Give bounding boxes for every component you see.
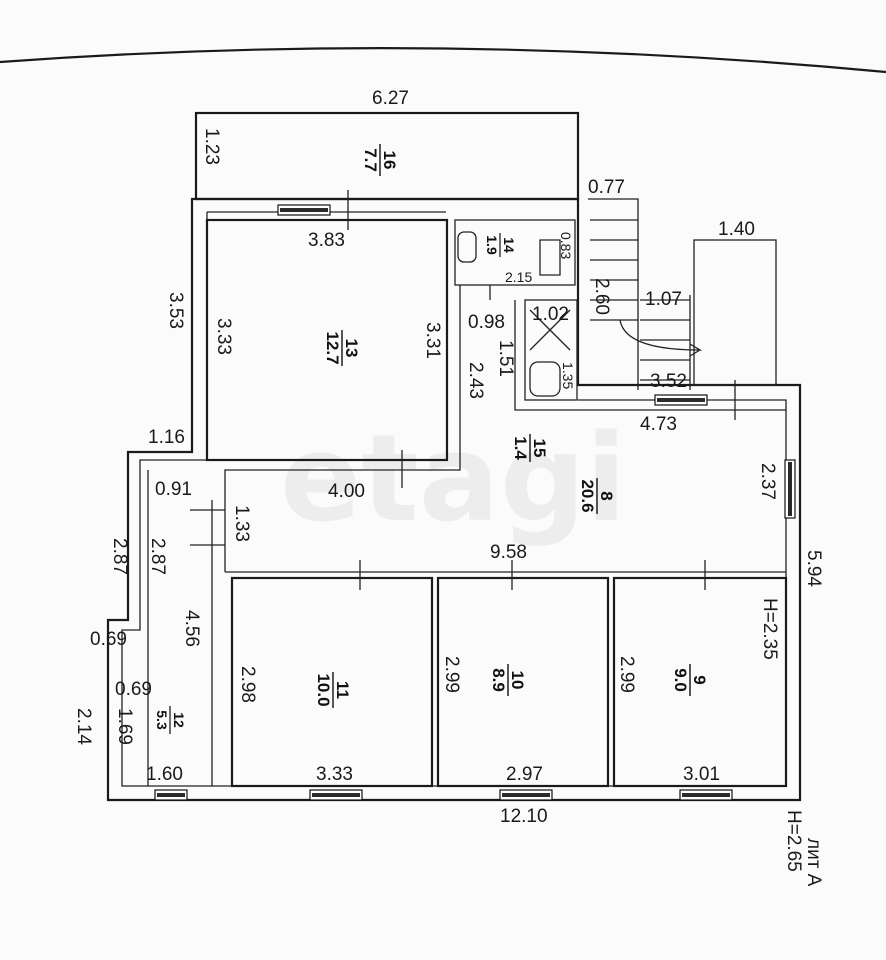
dim-1.60: 1.60: [146, 764, 183, 785]
dim-1.51: 1.51: [495, 340, 516, 377]
dim-12.10: 12.10: [500, 806, 548, 827]
corridor-wall: [224, 285, 786, 572]
dim-3.31: 3.31: [422, 322, 443, 359]
stairs-outline: [588, 198, 691, 390]
dim-3.33: 3.33: [213, 318, 234, 355]
svg-text:16: 16: [380, 151, 399, 170]
stairs-arrow: [619, 319, 703, 357]
dim-1.69: 1.69: [114, 708, 135, 745]
room-10-outline: [436, 576, 610, 788]
room-15-outline: [524, 299, 578, 401]
room-9-outline: [612, 576, 788, 788]
dim-2.60: 2.60: [591, 278, 612, 315]
dim-6.27: 6.27: [372, 88, 409, 109]
svg-text:13: 13: [342, 339, 361, 358]
dim-1.16: 1.16: [148, 427, 185, 448]
svg-text:10.0: 10.0: [314, 673, 333, 706]
lit-label: лит А: [803, 838, 824, 887]
dim-1.33: 1.33: [231, 505, 252, 542]
dim-0.98: 0.98: [468, 312, 505, 333]
height-2.65: H=2.65: [783, 810, 804, 872]
svg-text:8: 8: [597, 491, 616, 500]
dim-0.91: 0.91: [155, 479, 192, 500]
room-1.40-outline: [693, 239, 777, 386]
door-marks: [190, 190, 736, 590]
svg-text:12: 12: [171, 712, 187, 728]
svg-text:10: 10: [508, 671, 527, 690]
room-label-13: 13 12.7: [323, 330, 361, 366]
dim-3.33b: 3.33: [316, 764, 353, 785]
dim-1.07: 1.07: [645, 289, 682, 310]
svg-text:5.3: 5.3: [154, 710, 170, 730]
room-label-14: 14 1.9: [484, 233, 517, 257]
room-label-16: 16 7.7: [361, 144, 399, 176]
room-label-8: 8 20.6: [578, 478, 616, 514]
watermark: etagi: [280, 410, 627, 549]
dim-1.23: 1.23: [201, 128, 222, 165]
dim-2.14: 2.14: [73, 708, 94, 745]
room-label-15: 15 1.4: [511, 434, 549, 462]
dim-0.83: 0.83: [558, 232, 574, 259]
room-11-outline: [230, 576, 434, 788]
dim-1.02: 1.02: [532, 304, 569, 325]
dim-2.37: 2.37: [757, 463, 778, 500]
outer-wall: [106, 197, 802, 802]
dim-2.15: 2.15: [505, 269, 532, 285]
dim-4.00: 4.00: [328, 481, 365, 502]
svg-text:9: 9: [690, 675, 709, 684]
svg-text:9.0: 9.0: [671, 668, 690, 692]
dim-4.56: 4.56: [181, 610, 202, 647]
dim-2.99b: 2.99: [616, 656, 637, 693]
svg-text:12.7: 12.7: [323, 331, 342, 364]
windows: [154, 204, 796, 801]
room-label-12: 12 5.3: [154, 706, 187, 734]
room-label-10: 10 8.9: [489, 664, 527, 696]
dim-0.69a: 0.69: [90, 629, 127, 650]
dim-3.53: 3.53: [165, 292, 186, 329]
dim-0.77: 0.77: [588, 177, 625, 198]
dim-4.73: 4.73: [640, 414, 677, 435]
room-label-11: 11 10.0: [314, 672, 352, 708]
svg-text:1.4: 1.4: [511, 436, 530, 460]
dim-1.35: 1.35: [560, 362, 576, 389]
dim-5.94: 5.94: [803, 550, 824, 587]
dim-3.52: 3.52: [650, 371, 687, 392]
dim-0.69b: 0.69: [115, 679, 152, 700]
svg-text:14: 14: [501, 237, 517, 253]
dim-3.01: 3.01: [683, 764, 720, 785]
svg-text:7.7: 7.7: [361, 148, 380, 172]
bathroom-fixtures: [457, 231, 571, 397]
svg-text:15: 15: [530, 439, 549, 458]
height-2.35: H=2.35: [759, 598, 780, 660]
room-13-outline: [205, 218, 449, 462]
dim-2.87a: 2.87: [109, 538, 130, 575]
dim-2.98: 2.98: [237, 666, 258, 703]
dim-1.40: 1.40: [718, 219, 755, 240]
dim-2.97: 2.97: [506, 764, 543, 785]
room-label-9: 9 9.0: [671, 664, 709, 696]
svg-text:11: 11: [333, 681, 352, 699]
dim-2.87b: 2.87: [147, 538, 168, 575]
dim-2.99a: 2.99: [441, 656, 462, 693]
dim-3.83: 3.83: [308, 230, 345, 251]
dim-9.58: 9.58: [490, 542, 527, 563]
room-12-wall: [147, 470, 213, 786]
svg-text:20.6: 20.6: [578, 479, 597, 512]
svg-text:1.9: 1.9: [484, 235, 500, 255]
svg-text:8.9: 8.9: [489, 668, 508, 692]
plot-boundary-arc: [0, 47, 886, 74]
room-14-outline: [454, 219, 576, 286]
dim-2.43: 2.43: [465, 362, 486, 399]
